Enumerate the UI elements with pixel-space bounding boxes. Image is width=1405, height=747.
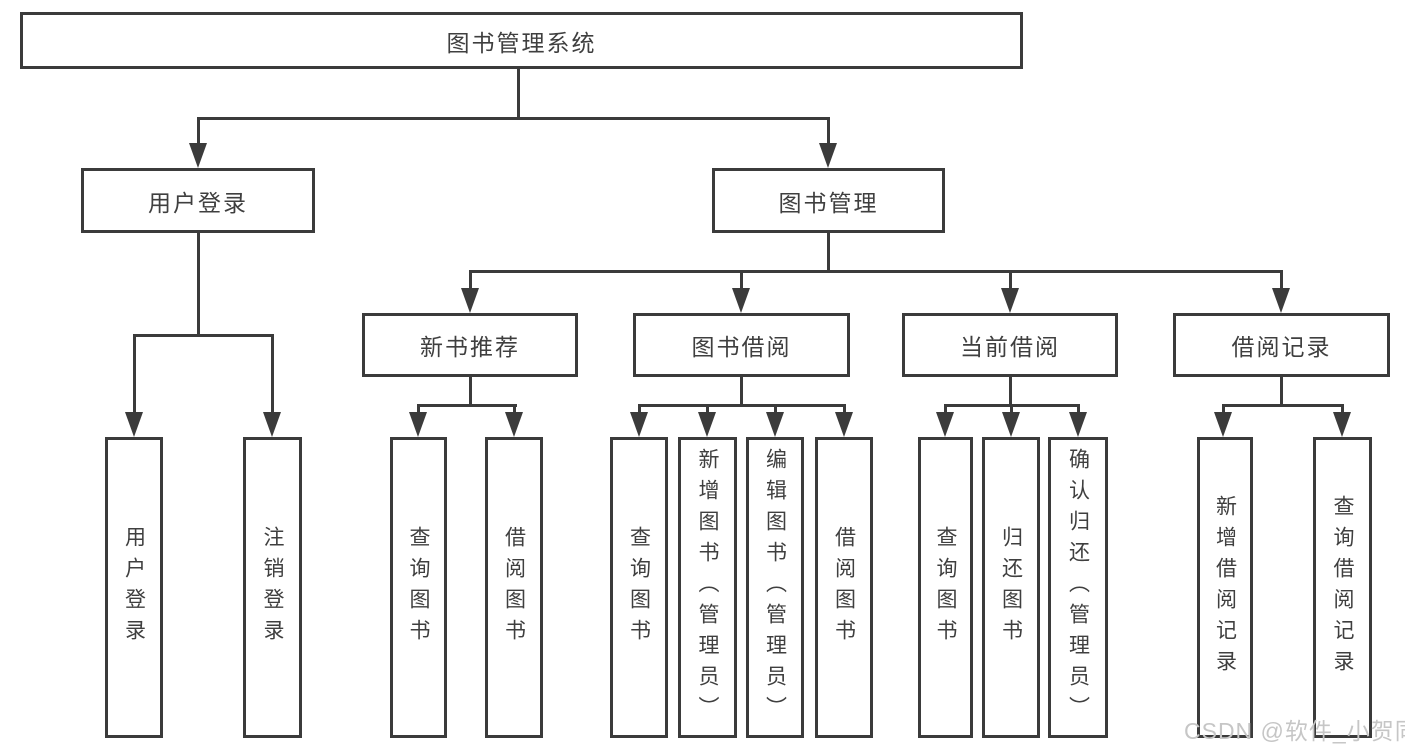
leaf-return-books: 归还图书 bbox=[982, 437, 1040, 738]
arrow-down-icon bbox=[1002, 412, 1020, 437]
arrow-down-icon bbox=[698, 412, 716, 437]
leaf-confirm-return-admin: 确认归还（管理员） bbox=[1048, 437, 1108, 738]
leaf-label: 用户登录 bbox=[122, 525, 146, 650]
connector-stub bbox=[1341, 404, 1344, 414]
leaf-label: 借阅图书 bbox=[832, 525, 856, 650]
arrow-down-icon bbox=[936, 412, 954, 437]
leaf-borrow-books-recommend: 借阅图书 bbox=[485, 437, 543, 738]
arrow-down-icon bbox=[189, 143, 207, 168]
connector-level3-split-bar bbox=[469, 270, 1283, 273]
arrow-down-icon bbox=[835, 412, 853, 437]
connector-stub bbox=[513, 404, 516, 414]
leaf-label: 编辑图书（管理员） bbox=[763, 448, 787, 727]
connector-stub bbox=[740, 270, 743, 290]
node-root: 图书管理系统 bbox=[20, 12, 1023, 69]
connector-vertical bbox=[740, 377, 743, 406]
leaf-label: 注销登录 bbox=[261, 525, 284, 650]
arrow-down-icon bbox=[1272, 288, 1290, 313]
connector-stub bbox=[1009, 270, 1012, 290]
connector-level2-split-bar bbox=[197, 117, 830, 120]
leaf-label: 借阅图书 bbox=[502, 525, 526, 650]
arrow-down-icon bbox=[125, 412, 143, 437]
leaf-user-login: 用户登录 bbox=[105, 437, 163, 738]
connector-split-bar bbox=[417, 404, 517, 407]
leaf-label: 新增借阅记录 bbox=[1213, 494, 1237, 681]
arrow-down-icon bbox=[461, 288, 479, 313]
watermark-text: CSDN @软件_小贺同学 bbox=[1184, 718, 1405, 744]
leaf-query-borrow-record: 查询借阅记录 bbox=[1313, 437, 1372, 738]
arrow-down-icon bbox=[819, 143, 837, 168]
leaf-label: 查询图书 bbox=[407, 525, 430, 650]
connector-user-login-vertical bbox=[197, 233, 200, 336]
connector-root-vertical bbox=[517, 68, 520, 118]
connector-stub bbox=[1222, 404, 1225, 414]
node-book-borrowing: 图书借阅 bbox=[633, 313, 850, 377]
arrow-down-icon bbox=[1001, 288, 1019, 313]
connector-user-login-split-bar bbox=[133, 334, 274, 337]
node-user-login: 用户登录 bbox=[81, 168, 315, 233]
leaf-label: 确认归还（管理员） bbox=[1066, 448, 1090, 727]
arrow-down-icon bbox=[732, 288, 750, 313]
leaf-label: 新增图书（管理员） bbox=[696, 448, 719, 727]
arrow-down-icon bbox=[1069, 412, 1087, 437]
connector-vertical bbox=[1009, 377, 1012, 406]
connector-vertical bbox=[1280, 377, 1283, 406]
leaf-edit-books-admin: 编辑图书（管理员） bbox=[746, 437, 804, 738]
node-book-management: 图书管理 bbox=[712, 168, 945, 233]
connector-stub bbox=[843, 404, 846, 414]
arrow-down-icon bbox=[263, 412, 281, 437]
node-new-book-recommend: 新书推荐 bbox=[362, 313, 578, 377]
leaf-label: 查询图书 bbox=[934, 525, 957, 650]
connector-stub bbox=[469, 270, 472, 290]
connector-stub bbox=[417, 404, 420, 414]
leaf-label: 查询图书 bbox=[627, 525, 651, 650]
connector-vertical bbox=[469, 377, 472, 406]
leaf-label: 查询借阅记录 bbox=[1331, 494, 1354, 681]
leaf-label: 归还图书 bbox=[999, 525, 1023, 650]
connector-split-bar bbox=[638, 404, 846, 407]
connector-stub bbox=[944, 404, 947, 414]
connector-book-mgmt-vertical bbox=[827, 233, 830, 273]
arrow-down-icon bbox=[1333, 412, 1351, 437]
connector-stub bbox=[1280, 270, 1283, 290]
node-current-borrowing: 当前借阅 bbox=[902, 313, 1118, 377]
connector-stub bbox=[197, 117, 200, 145]
arrow-down-icon bbox=[766, 412, 784, 437]
connector-split-bar bbox=[1222, 404, 1344, 407]
node-borrowing-records: 借阅记录 bbox=[1173, 313, 1390, 377]
leaf-query-books-current: 查询图书 bbox=[918, 437, 973, 738]
connector-stub bbox=[133, 334, 136, 414]
connector-stub bbox=[638, 404, 641, 414]
arrow-down-icon bbox=[630, 412, 648, 437]
connector-stub bbox=[1077, 404, 1080, 414]
arrow-down-icon bbox=[1214, 412, 1232, 437]
leaf-borrow-books: 借阅图书 bbox=[815, 437, 873, 738]
connector-stub bbox=[827, 117, 830, 145]
connector-stub bbox=[271, 334, 274, 414]
leaf-add-books-admin: 新增图书（管理员） bbox=[678, 437, 737, 738]
connector-stub bbox=[774, 404, 777, 414]
connector-stub bbox=[706, 404, 709, 414]
arrow-down-icon bbox=[409, 412, 427, 437]
leaf-add-borrow-record: 新增借阅记录 bbox=[1197, 437, 1253, 738]
connector-stub bbox=[1010, 404, 1013, 414]
arrow-down-icon bbox=[505, 412, 523, 437]
leaf-logout: 注销登录 bbox=[243, 437, 302, 738]
leaf-query-books-borrowing: 查询图书 bbox=[610, 437, 668, 738]
leaf-query-books-recommend: 查询图书 bbox=[390, 437, 447, 738]
